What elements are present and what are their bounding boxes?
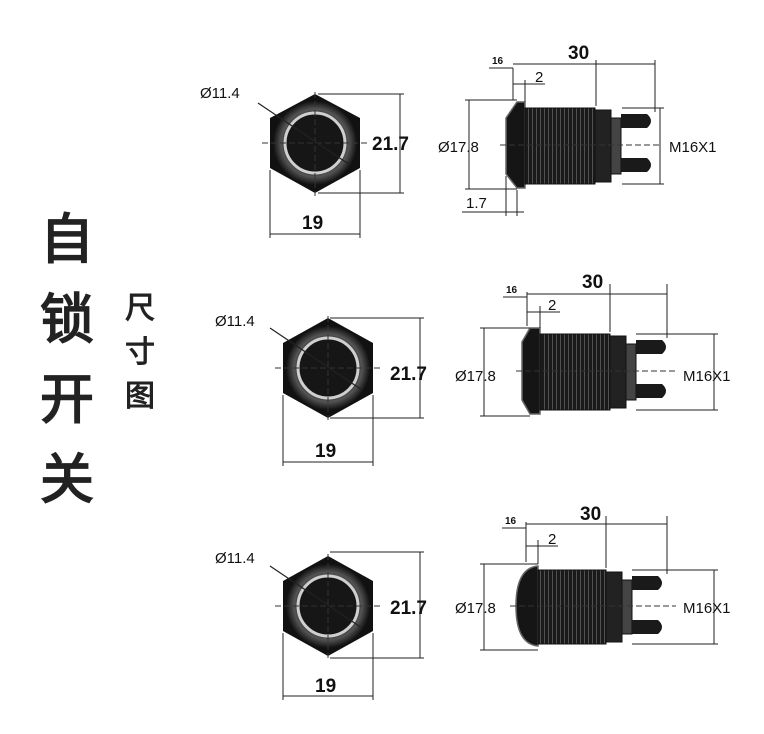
- title-char-3: 开: [40, 367, 94, 431]
- dim-2-label: 2: [548, 531, 556, 548]
- nut: [609, 335, 627, 409]
- side-view: 30 16 2 Ø17.8 M16X1: [455, 504, 731, 651]
- threaded-body: [537, 569, 607, 645]
- inner-diameter-label: Ø11.4: [215, 550, 255, 567]
- length-label: 30: [582, 272, 603, 293]
- subtitle-char-2: 寸: [125, 335, 155, 370]
- dim-16-label: 16: [505, 516, 517, 527]
- bezel-flange: [505, 101, 526, 189]
- subtitle-char-3: 图: [125, 379, 155, 414]
- inner-diameter-label: Ø11.4: [200, 85, 240, 102]
- front-view: Ø11.4 21.7 19: [200, 85, 409, 238]
- height-label: 21.7: [372, 134, 409, 155]
- diameter-label: Ø17.8: [455, 368, 496, 385]
- width-label: 19: [315, 441, 336, 462]
- height-label: 21.7: [390, 364, 427, 385]
- terminal-top: [632, 576, 658, 590]
- front-view: Ø11.4 21.7 19: [215, 313, 427, 466]
- dim-2-label: 2: [548, 297, 556, 314]
- base: [621, 579, 633, 635]
- nut: [594, 109, 612, 183]
- side-view: 30 16 2 Ø17.8 M16X1 1.7: [438, 43, 717, 216]
- dim-2-label: 2: [535, 69, 543, 86]
- threaded-body: [524, 107, 596, 185]
- thread-label: M16X1: [669, 139, 717, 156]
- base: [610, 117, 622, 175]
- diagram-3: Ø11.4 21.7 19 30 16: [215, 504, 731, 700]
- title-char-1: 自: [40, 207, 94, 271]
- width-label: 19: [315, 676, 336, 697]
- terminal-top: [636, 340, 662, 354]
- diameter-label: Ø17.8: [455, 600, 496, 617]
- title-char-2: 锁: [40, 287, 94, 351]
- diagram-2: Ø11.4 21.7 19 30 16: [215, 272, 731, 466]
- dim-16-label: 16: [506, 285, 518, 296]
- height-label: 21.7: [390, 598, 427, 619]
- length-label: 30: [580, 504, 601, 525]
- diameter-label: Ø17.8: [438, 139, 479, 156]
- terminal-bottom: [632, 620, 658, 634]
- threaded-body: [539, 333, 611, 411]
- terminal-bottom: [636, 384, 662, 398]
- terminal-bottom: [621, 158, 647, 172]
- thread-label: M16X1: [683, 368, 731, 385]
- diagram-1: Ø11.4 21.7 19 30 16: [200, 43, 717, 238]
- title-char-4: 关: [40, 447, 94, 511]
- inner-diameter-label: Ø11.4: [215, 313, 255, 330]
- dim-1-7-label: 1.7: [466, 195, 487, 212]
- front-view: Ø11.4 21.7 19: [215, 550, 427, 700]
- side-view: 30 16 2 Ø17.8 M16X1: [455, 272, 731, 417]
- subtitle-char-1: 尺: [125, 291, 155, 326]
- length-label: 30: [568, 43, 589, 64]
- base: [625, 343, 637, 401]
- width-label: 19: [302, 213, 323, 234]
- nut: [605, 571, 623, 643]
- dim-16-label: 16: [492, 56, 504, 67]
- terminal-top: [621, 114, 647, 128]
- thread-label: M16X1: [683, 600, 731, 617]
